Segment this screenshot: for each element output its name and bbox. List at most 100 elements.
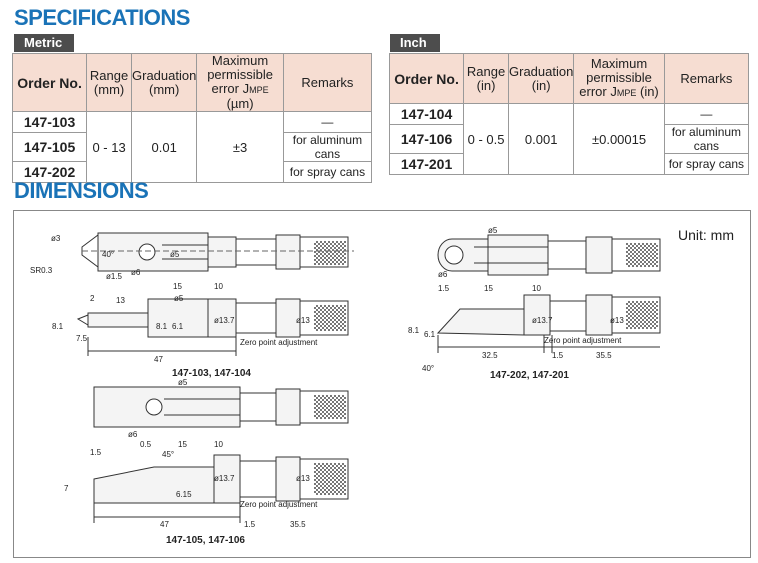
graduation-cell: 0.01 [130,111,198,183]
dim-355-3: 35.5 [290,520,306,529]
order-no-cell: 147-106 [388,124,465,154]
dimension-drawings: ø3 40° SR0.3 ø1.5 ø6 ø5 15 10 2 13 [30,226,661,546]
dim-deg40: 40° [102,250,114,259]
remarks-cell: for aluminum cans [282,132,373,162]
order-no-cell: 147-103 [11,111,88,133]
dim-d5-2: ø5 [488,226,498,235]
order-no-cell: 147-105 [11,132,88,162]
dim-d137-3: ø13.7 [214,474,235,483]
header-graduation: Graduation(mm) [130,53,198,112]
drawing-147-103-top-view [81,232,354,272]
dim-d5-3: ø5 [178,378,188,387]
dim-61: 6.1 [172,322,184,331]
header-remarks: Remarks [663,53,750,104]
drawing-147-202-labels: ø5 ø6 1.5 15 10 8.1 6.1 ø13.7 ø13 Zero p… [408,226,624,373]
dim-81b: 8.1 [156,322,168,331]
unit-label: Unit: mm [678,227,734,243]
drawing-147-105-top-view [93,386,349,428]
graduation-cell: 0.001 [507,103,575,175]
dim-d13-3: ø13 [296,474,310,483]
remarks-cell: — [663,103,750,125]
caption-147-202: 147-202, 147-201 [490,370,569,381]
dimensions-heading: DIMENSIONS [14,178,149,203]
dim-deg45: 45° [162,450,174,459]
dimensions-drawing-box: Unit: mm ø3 [13,210,751,558]
metric-tab: Metric [14,34,74,52]
dim-325: 32.5 [482,351,498,360]
metric-spec-table: Order No. Range(mm) Graduation(mm) Maxim… [11,53,373,183]
dim-d137-2: ø13.7 [532,316,553,325]
remarks-cell: for spray cans [282,161,373,183]
dim-d6-3: ø6 [128,430,138,439]
drawing-147-105-labels: ø5 ø6 0.5 15 10 1.5 45° 7 6.15 ø13.7 ø13… [64,378,318,529]
dim-61-2: 6.1 [424,330,436,339]
dim-15a: 1.5 [438,284,450,293]
dim-d6: ø6 [131,268,141,277]
header-order-no: Order No. [11,53,88,112]
drawing-147-202-top-view [437,234,661,276]
dim-d6-2: ø6 [438,270,448,279]
drawing-147-103-labels-side: 15 10 2 13 ø5 8.1 7.5 8.1 6.1 ø13.7 ø13 … [52,282,318,364]
header-order-no: Order No. [388,53,465,104]
dim-10-3: 10 [214,440,223,449]
header-range: Range(mm) [86,53,132,112]
inch-tab-underline [390,50,440,52]
caption-147-105: 147-105, 147-106 [166,535,245,546]
zero-point-label-1: Zero point adjustment [240,338,318,347]
dim-13: 13 [116,296,125,305]
remarks-cell: — [282,111,373,133]
error-cell: ±0.00015 [573,103,665,175]
dim-15: 15 [173,282,182,291]
dim-d13-2: ø13 [610,316,624,325]
dim-d13: ø13 [296,316,310,325]
dim-15b: 1.5 [552,351,564,360]
dim-deg40-2: 40° [422,364,434,373]
dim-d137: ø13.7 [214,316,235,325]
dim-d15: ø1.5 [106,272,123,281]
header-remarks: Remarks [282,53,373,112]
order-no-cell: 147-104 [388,103,465,125]
drawing-147-105-side-view [93,454,349,523]
range-cell: 0 - 0.5 [463,103,509,175]
dim-355: 35.5 [596,351,612,360]
dim-2: 2 [90,294,95,303]
dim-47-3: 47 [160,520,169,529]
dim-d5: ø5 [170,250,180,259]
dim-10-2: 10 [532,284,541,293]
dim-81-2: 8.1 [408,326,420,335]
zero-point-label-3: Zero point adjustment [240,500,318,509]
dim-615: 6.15 [176,490,192,499]
dim-47: 47 [154,355,163,364]
zero-point-label-2: Zero point adjustment [544,336,622,345]
dim-75: 7.5 [76,334,88,343]
order-no-cell: 147-201 [388,153,465,175]
dim-15d: 1.5 [244,520,256,529]
dim-7: 7 [64,484,69,493]
drawing-147-103-labels-top: ø3 40° SR0.3 ø1.5 ø6 ø5 [30,234,180,281]
caption-147-103: 147-103, 147-104 [172,368,251,379]
error-cell: ±3 [196,111,284,183]
drawing-147-202-side-view [436,294,661,353]
dim-sr03: SR0.3 [30,266,53,275]
dim-15-3: 15 [178,440,187,449]
remarks-cell: for aluminum cans [663,124,750,154]
dim-d5b: ø5 [174,294,184,303]
dim-d3: ø3 [51,234,61,243]
dim-05: 0.5 [140,440,152,449]
dim-81: 8.1 [52,322,64,331]
header-graduation: Graduation(in) [507,53,575,104]
header-range: Range(in) [463,53,509,104]
dim-15-2: 15 [484,284,493,293]
metric-tab-underline [14,50,74,52]
range-cell: 0 - 13 [86,111,132,183]
inch-tab: Inch [390,34,440,52]
dim-15c: 1.5 [90,448,102,457]
order-no-cell: 147-202 [11,161,88,183]
specifications-heading: SPECIFICATIONS [14,5,190,30]
inch-spec-table: Order No. Range(in) Graduation(in) Maxim… [388,53,750,175]
dim-10: 10 [214,282,223,291]
drawing-147-103-side-view [76,298,349,356]
remarks-cell: for spray cans [663,153,750,175]
